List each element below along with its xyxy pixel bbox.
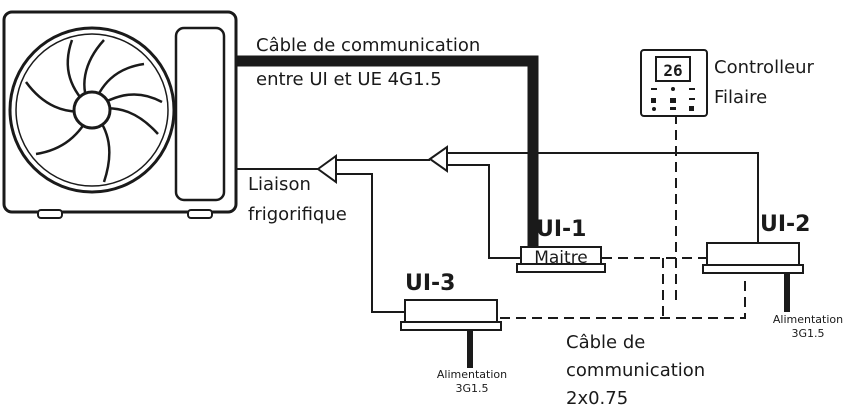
refrigerant-lines: [236, 152, 759, 313]
fan-icon: [8, 26, 176, 194]
controller-label-line1: Controlleur: [714, 57, 815, 78]
indoor-unit-ui1: Maitre: [516, 246, 606, 273]
comm-cable-label-line1: Câble de: [566, 332, 645, 353]
controller-label-line2: Filaire: [714, 87, 767, 108]
indoor-unit-ui3: [400, 299, 502, 368]
controller-display: 26: [663, 61, 682, 80]
liaison-label-line1: Liaison: [248, 174, 311, 195]
refrigerant-distributor-1: [316, 154, 337, 184]
cable-ui-ue-label-line1: Câble de communication: [256, 35, 480, 56]
outdoor-unit: [2, 10, 238, 219]
comm-cable-label-line3: 2x0.75: [566, 388, 628, 409]
ui1-label: UI-1: [536, 217, 587, 242]
ui-ue-communication-cable: [236, 55, 539, 248]
power-ui3-label-line1: Alimentation: [437, 368, 507, 381]
indoor-unit-ui2: [702, 242, 804, 312]
maitre-label: Maitre: [534, 248, 588, 268]
refrigerant-distributor-2: [428, 145, 448, 173]
power-ui2-label-line2: 3G1.5: [791, 327, 824, 340]
ui3-label: UI-3: [405, 271, 456, 296]
power-ui2-label-line1: Alimentation: [773, 313, 843, 326]
controller-buttons: [651, 87, 695, 111]
liaison-label-line2: frigorifique: [248, 204, 347, 225]
dashed-communication-cables: [500, 114, 746, 319]
ui2-label: UI-2: [760, 212, 811, 237]
power-ui3-label-line2: 3G1.5: [455, 382, 488, 395]
wired-controller: 26: [640, 49, 708, 117]
comm-cable-label-line2: communication: [566, 360, 705, 381]
cable-ui-ue-label-line2: entre UI et UE 4G1.5: [256, 69, 442, 90]
